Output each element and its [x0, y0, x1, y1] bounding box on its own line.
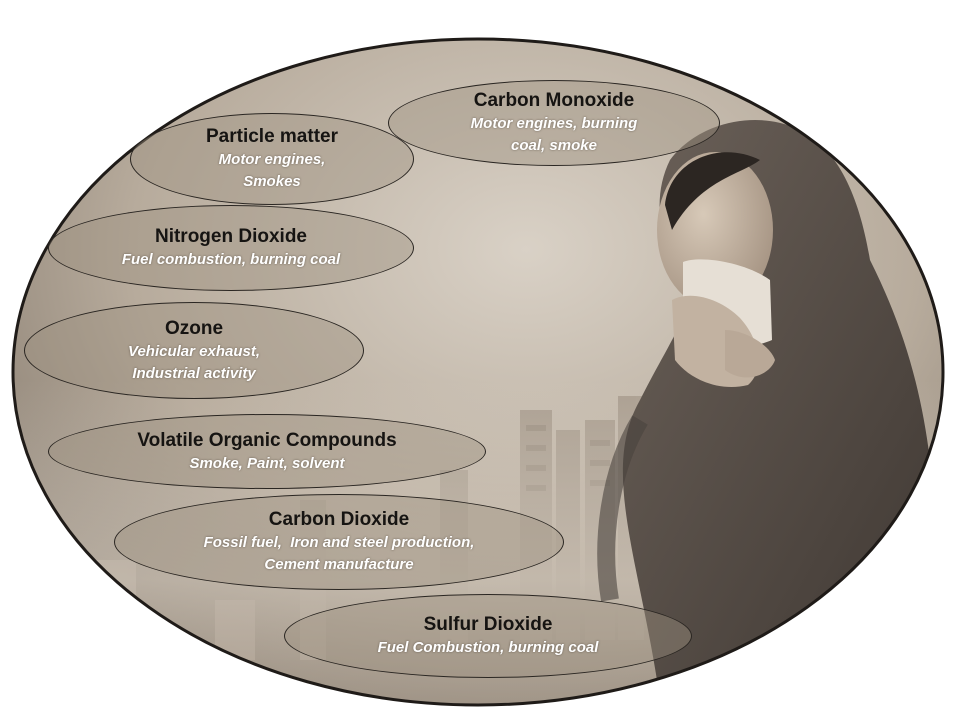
- pollutant-name: Particle matter: [205, 126, 338, 147]
- pollutant-source: Fuel Combustion, burning coal: [377, 639, 599, 656]
- pollutant-name: Carbon Dioxide: [268, 509, 410, 530]
- pollutant-bubble-particle-matter: Particle matter Motor engines, Smokes: [130, 113, 414, 205]
- outer-oval-frame: [11, 37, 945, 707]
- pollutant-source: Motor engines,: [218, 151, 326, 168]
- pollutant-name: Ozone: [164, 317, 224, 339]
- pollutant-bubble-carbon-dioxide: Carbon Dioxide Fossil fuel, Iron and ste…: [114, 494, 564, 590]
- pollutant-bubble-ozone: Ozone Vehicular exhaust, Industrial acti…: [24, 302, 364, 399]
- pollutant-source: Industrial activity: [132, 364, 256, 382]
- pollutant-source: Smokes: [243, 173, 301, 190]
- pollutant-source: Motor engines, burning: [470, 115, 638, 132]
- pollutant-name: Nitrogen Dioxide: [154, 226, 307, 247]
- pollutant-bubble-nitrogen-dioxide: Nitrogen Dioxide Fuel combustion, burnin…: [48, 205, 414, 291]
- pollutant-bubble-sulfur-dioxide: Sulfur Dioxide Fuel Combustion, burning …: [284, 594, 692, 678]
- pollutant-source: Cement manufacture: [264, 556, 414, 573]
- pollutant-source: Fossil fuel, Iron and steel production,: [203, 534, 475, 551]
- pollutant-name: Carbon Monoxide: [473, 90, 635, 111]
- pollutant-source: coal, smoke: [511, 137, 597, 154]
- pollutant-bubble-voc: Volatile Organic Compounds Smoke, Paint,…: [48, 414, 486, 489]
- pollutant-name: Volatile Organic Compounds: [137, 429, 397, 451]
- pollutant-source: Vehicular exhaust,: [128, 342, 260, 360]
- pollutant-bubble-carbon-monoxide: Carbon Monoxide Motor engines, burning c…: [388, 80, 720, 166]
- pollutant-source: Smoke, Paint, solvent: [189, 454, 345, 472]
- pollutant-name: Sulfur Dioxide: [423, 614, 553, 635]
- pollutant-source: Fuel combustion, burning coal: [121, 251, 341, 268]
